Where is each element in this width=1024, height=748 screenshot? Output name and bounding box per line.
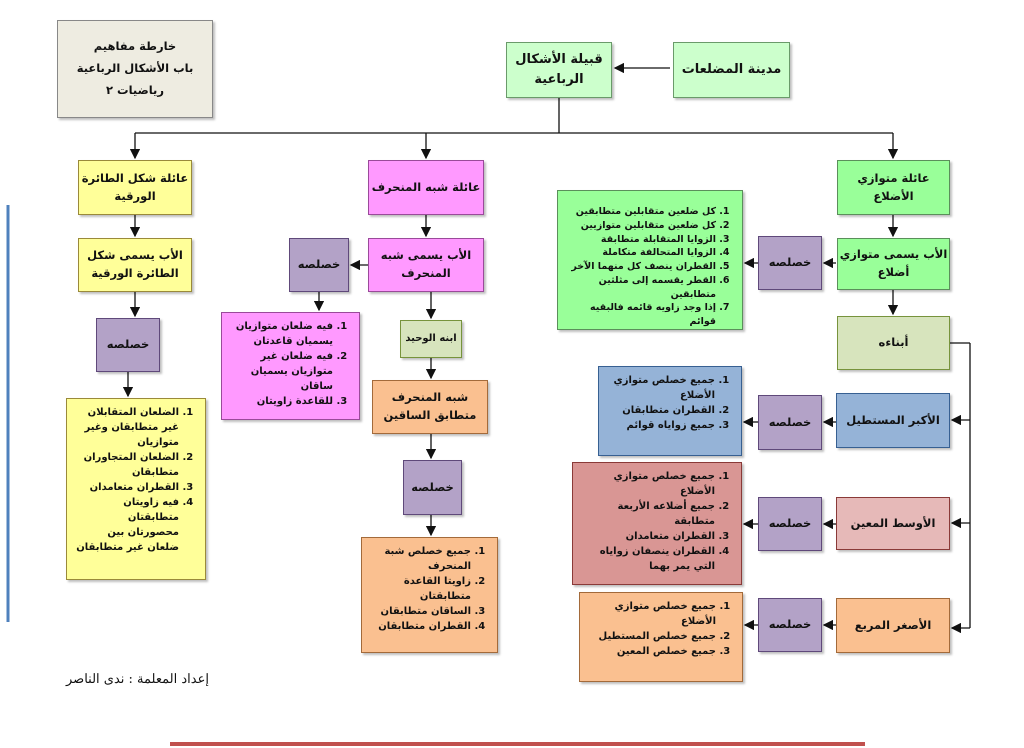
parallelogram-properties-label: خصلصه [758,236,822,290]
title-line: خارطة مفاهيم [93,39,177,54]
parallelogram-properties-list: كل ضلعين متقابلين متطابقينكل ضلعين متقاب… [557,190,743,330]
only-son-node: ابنه الوحيد [400,320,462,358]
parallelogram-father-node: الأب يسمى متوازي أضلاع [837,238,950,290]
list-item: جميع خصلص متوازي الأضلاع [607,373,715,403]
square-properties-list: جميع خصلص متوازي الأضلاعجميع خصلص المستط… [579,592,743,682]
list-item: القطران متعامدان [75,480,179,495]
list-item: جميع خصلص المستطيل [588,629,716,644]
kite-properties-list: الضلعان المتقابلان غير متطابقان وغير متو… [66,398,206,580]
kite-properties-label: خصلصه [96,318,160,372]
list-item: القطران ينصفان زواياه التي يمر بهما [581,544,715,574]
list-item: القطران متطابقان [607,403,715,418]
square-properties-label: خصلصه [758,598,822,652]
square-node: الأصغر المربع [836,598,950,653]
rhombus-node: الأوسط المعين [836,497,950,550]
isosceles-trapezoid-node: شبه المنحرف متطابق الساقين [372,380,488,434]
list-item: الزوايا المتقابلة متطابقة [566,233,716,247]
author-credit: إعداد المعلمة : ندى الناصر [66,672,209,687]
list-item: فيه ضلعان غير متوازيان يسميان ساقان [230,349,333,394]
title-box: خارطة مفاهيم باب الأشكال الرباعية رياضيا… [57,20,213,118]
list-item: الضلعان المتقابلان غير متطابقان وغير متو… [75,405,179,450]
rectangle-properties-list: جميع خصلص متوازي الأضلاعالقطران متطابقان… [598,366,742,456]
list-item: الزوايا المتحالفة متكاملة [566,246,716,260]
rectangle-node: الأكبر المستطيل [836,393,950,448]
rhombus-properties-label: خصلصه [758,497,822,551]
list-item: جميع زواياه قوائم [607,418,715,433]
list-item: كل ضلعين متقابلين متطابقين [566,205,716,219]
list-item: إذا وجد زاويه قائمه فالبقيه قوائم [566,301,716,329]
rectangle-properties-label: خصلصه [758,395,822,450]
tribe-node: قبيلة الأشكال الرباعية [506,42,612,98]
list-item: زاويتا القاعدة متطابقتان [370,574,471,604]
kite-family-node: عائلة شكل الطائرة الورقية [78,160,192,215]
list-item: القطران متعامدان [581,529,715,544]
list-item: فيه ضلعان متوازيان يسميان قاعدتان [230,319,333,349]
list-item: جميع خصلص شبة المنحرف [370,544,471,574]
list-item: جميع خصلص متوازي الأضلاع [588,599,716,629]
list-item: الساقان متطابقان [370,604,471,619]
list-item: للقاعدة زاويتان [230,394,333,409]
trapezoid-family-node: عائلة شبه المنحرف [368,160,484,215]
list-item: القطر يقسمه إلى مثلثين متطابقين [566,274,716,302]
city-node: مدينة المضلعات [673,42,790,98]
trapezoid-properties-label: خصلصه [289,238,349,292]
trapezoid-father-node: الأب يسمى شبه المنحرف [368,238,484,292]
list-item: جميع خصلص المعين [588,644,716,659]
list-item: فيه زاويتان متطابقتان محصورتان بين ضلعان… [75,495,179,555]
children-node: أبناءه [837,316,950,370]
title-line: رياضيات ٢ [106,82,164,97]
list-item: القطران متطابقان [370,619,471,634]
isosceles-properties-list: جميع خصلص شبة المنحرفزاويتا القاعدة متطا… [361,537,498,653]
list-item: جميع أضلاعه الأربعة متطابقة [581,499,715,529]
list-item: جميع خصلص متوازي الأضلاع [581,469,715,499]
kite-father-node: الأب يسمى شكل الطائرة الورقية [78,238,192,292]
trapezoid-properties-list: فيه ضلعان متوازيان يسميان قاعدتانفيه ضلع… [221,312,360,420]
title-line: باب الأشكال الرباعية [76,61,194,76]
list-item: الضلعان المتجاوران متطابقان [75,450,179,480]
list-item: القطران ينصف كل منهما الآخر [566,260,716,274]
list-item: كل ضلعين متقابلين متوازيين [566,219,716,233]
parallelogram-family-node: عائلة متوازي الأضلاع [837,160,950,215]
rhombus-properties-list: جميع خصلص متوازي الأضلاعجميع أضلاعه الأر… [572,462,742,585]
isosceles-properties-label: خصلصه [403,460,462,515]
